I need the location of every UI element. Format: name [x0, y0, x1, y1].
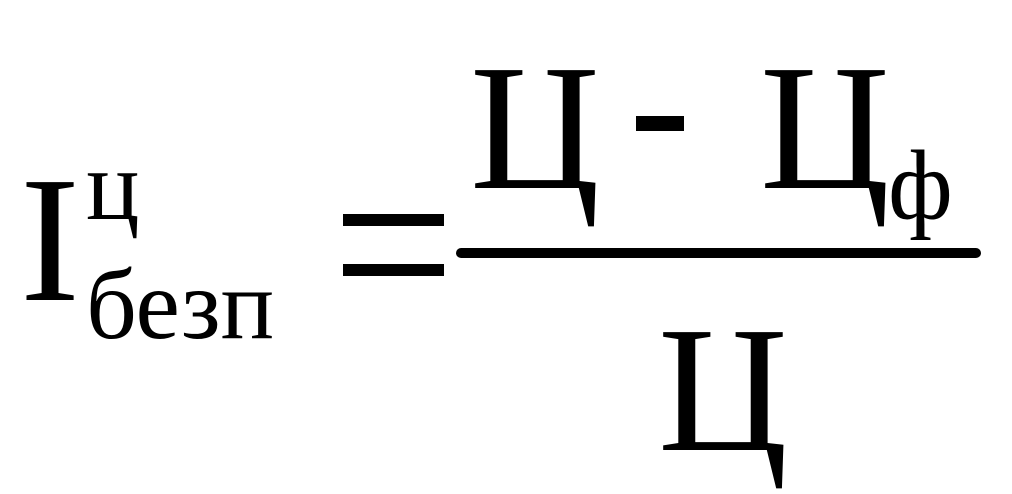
lhs-subscript: безп	[86, 249, 275, 360]
lhs-symbol: I	[20, 140, 80, 339]
numerator-term-2-subscript: ф	[888, 130, 953, 241]
numerator-term-1: Ц	[470, 28, 600, 227]
equals-sign-bottom-bar	[343, 264, 444, 276]
numerator-term-2: Ц	[760, 28, 890, 227]
equals-sign-top-bar	[343, 214, 444, 226]
minus-sign	[636, 116, 684, 131]
denominator-term: Ц	[658, 290, 788, 489]
lhs-superscript: ц	[86, 130, 140, 241]
fraction-bar	[456, 248, 981, 258]
